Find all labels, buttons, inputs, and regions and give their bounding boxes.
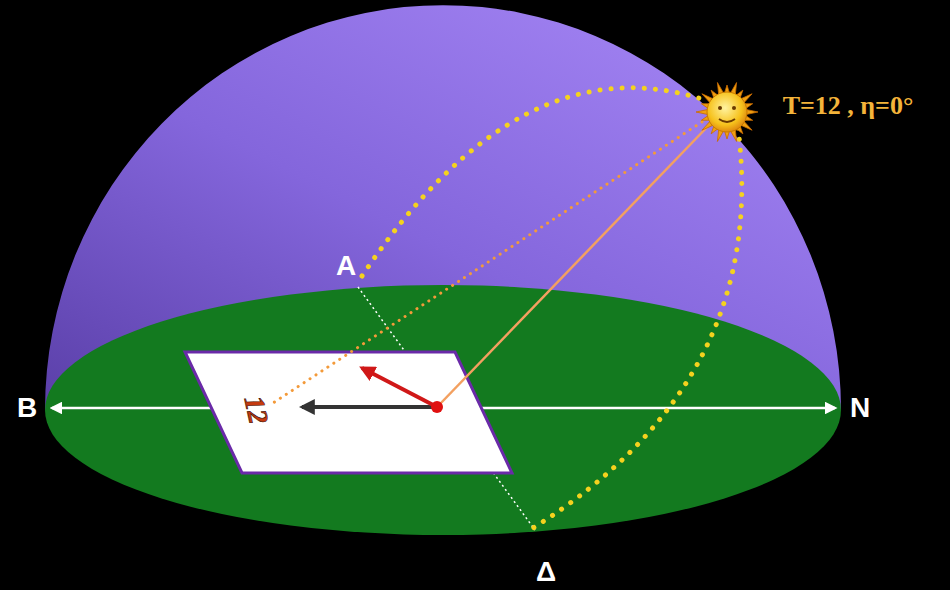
direction-label: Α <box>336 252 356 280</box>
shadow-projection <box>270 118 708 405</box>
sun-eye <box>718 106 722 110</box>
time-angle-label: T=12 , η=0° <box>783 93 914 119</box>
sun-disc <box>707 92 747 132</box>
gnomon-point <box>431 401 443 413</box>
shadow-arrow <box>362 368 437 407</box>
direction-label: Ν <box>850 394 870 422</box>
sun-path <box>533 128 742 528</box>
sun-mouth <box>719 119 735 122</box>
direction-label: Δ <box>536 558 556 586</box>
direction-label: Β <box>17 394 37 422</box>
hour-mark: 12 <box>239 393 272 426</box>
horizon-plane <box>45 285 841 535</box>
sundial-plate <box>185 352 512 473</box>
sun-symbol <box>696 83 758 142</box>
noon-direction-arrow <box>302 405 437 409</box>
sun-ray <box>440 122 712 404</box>
sun-eye <box>732 106 736 110</box>
